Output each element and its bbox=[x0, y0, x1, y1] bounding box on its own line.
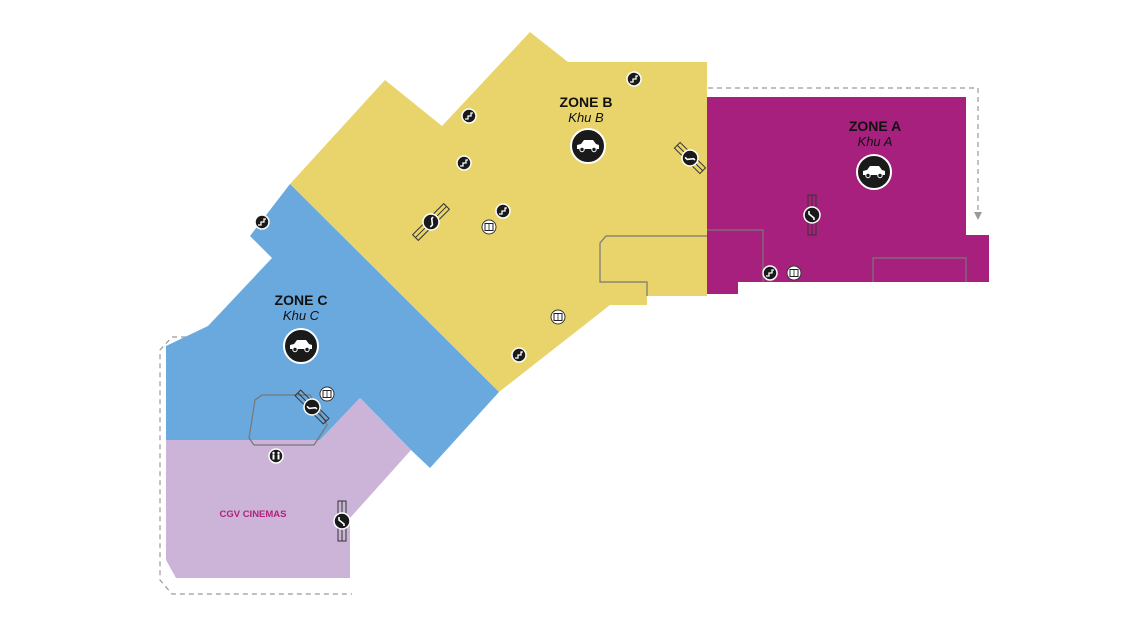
escalator-icon[interactable] bbox=[672, 140, 709, 177]
stairs-icon[interactable] bbox=[626, 71, 642, 87]
zone-b-store-outline bbox=[599, 235, 707, 296]
zone-c-area[interactable] bbox=[166, 184, 499, 468]
zone-b-title: ZONE B bbox=[560, 94, 613, 110]
cinema-title: CGV CINEMAS bbox=[219, 509, 286, 520]
cinema-area[interactable] bbox=[166, 398, 411, 578]
elevator-icon[interactable] bbox=[481, 219, 497, 235]
elevator-icon[interactable] bbox=[319, 386, 335, 402]
zone-a-title: ZONE A bbox=[849, 118, 901, 134]
elevator-icon[interactable] bbox=[550, 309, 566, 325]
car-icon[interactable] bbox=[856, 154, 892, 190]
zone-c-title: ZONE C bbox=[275, 292, 328, 308]
escalator-icon[interactable] bbox=[410, 201, 452, 243]
zone-a-area[interactable] bbox=[707, 97, 989, 294]
zone-a-store-outline bbox=[707, 229, 764, 282]
car-icon[interactable] bbox=[570, 128, 606, 164]
route-right bbox=[708, 87, 979, 218]
stairs-icon[interactable] bbox=[762, 265, 778, 281]
escalator-icon[interactable] bbox=[803, 194, 821, 236]
restroom-icon[interactable] bbox=[268, 448, 284, 464]
zone-b-subtitle: Khu B bbox=[568, 110, 604, 125]
zone-a-subtitle: Khu A bbox=[858, 134, 893, 149]
route-left bbox=[159, 336, 352, 595]
stairs-icon[interactable] bbox=[461, 108, 477, 124]
car-icon[interactable] bbox=[283, 328, 319, 364]
route-right-arrow bbox=[974, 212, 982, 220]
stairs-icon[interactable] bbox=[511, 347, 527, 363]
stairs-icon[interactable] bbox=[495, 203, 511, 219]
escalator-icon[interactable] bbox=[333, 500, 351, 542]
elevator-icon[interactable] bbox=[786, 265, 802, 281]
escalator-icon[interactable] bbox=[292, 387, 332, 427]
stairs-icon[interactable] bbox=[456, 155, 472, 171]
zone-a-store-outline-2 bbox=[872, 257, 967, 282]
stairs-icon[interactable] bbox=[254, 214, 270, 230]
zone-c-subtitle: Khu C bbox=[283, 308, 320, 323]
